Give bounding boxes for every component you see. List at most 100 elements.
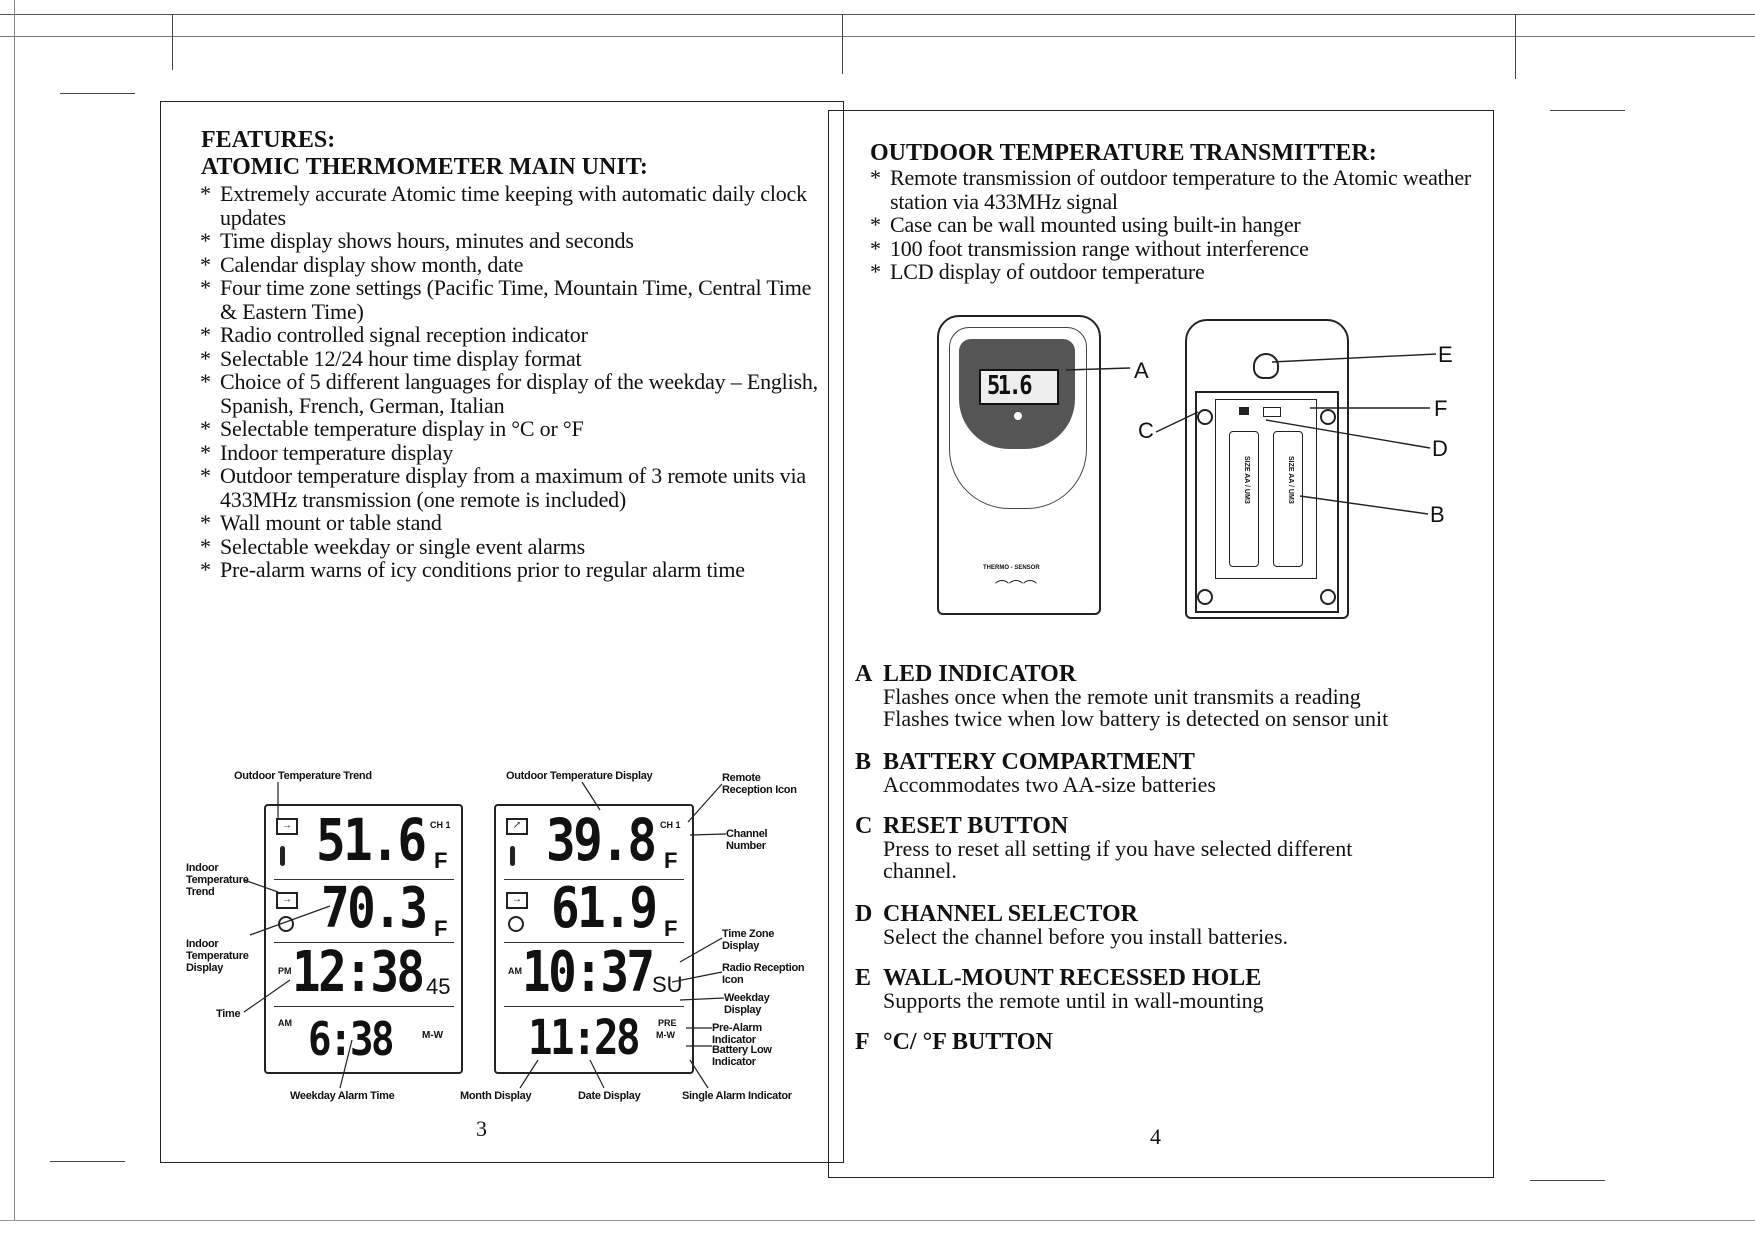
scan-line-v2 bbox=[842, 14, 843, 74]
trend-arrow-icon: → bbox=[276, 818, 298, 835]
label-single-alarm-indicator: Single Alarm Indicator bbox=[682, 1090, 792, 1102]
scan-line-v3 bbox=[1515, 14, 1516, 79]
feature-item: Case can be wall mounted using built-in … bbox=[870, 213, 1480, 237]
indoor-icon bbox=[508, 916, 524, 932]
trend-arrow-icon: → bbox=[506, 892, 528, 909]
label-outdoor-temp-display: Outdoor Temperature Display bbox=[506, 770, 653, 782]
scan-line-left bbox=[14, 0, 15, 1220]
label-indoor-temp-trend: Indoor Temperature Trend bbox=[186, 862, 249, 898]
item-line: Press to reset all setting if you have s… bbox=[883, 836, 1353, 861]
temp-unit: F bbox=[434, 916, 448, 941]
features-heading: FEATURES: bbox=[201, 127, 336, 153]
item-title: LED INDICATOR bbox=[883, 661, 1077, 687]
feature-item: Remote transmission of outdoor temperatu… bbox=[870, 166, 1480, 213]
date-value: 11:28 bbox=[528, 1010, 641, 1066]
label-channel-number: Channel Number bbox=[726, 828, 768, 852]
label-remote-reception-icon: Remote Reception Icon bbox=[722, 772, 797, 796]
indoor-temp-value: 70.3 bbox=[321, 876, 428, 941]
sensor-brand: THERMO - SENSOR bbox=[983, 565, 1040, 571]
thermometer-icon bbox=[280, 846, 285, 866]
item-line: Supports the remote until in wall-mounti… bbox=[883, 988, 1264, 1013]
feature-item: Calendar display show month, date bbox=[200, 252, 822, 277]
callout-f: F bbox=[1434, 396, 1448, 421]
item-letter: C bbox=[855, 813, 873, 839]
transmitter-front: 51.6 THERMO - SENSOR ⌒⌒⌒ bbox=[937, 315, 1101, 615]
label-date-display: Date Display bbox=[578, 1090, 641, 1102]
led-indicator-icon bbox=[1014, 412, 1022, 420]
scan-line-bottom bbox=[0, 1220, 1755, 1221]
feature-item: Choice of 5 different languages for disp… bbox=[200, 370, 822, 417]
screw-icon bbox=[1197, 409, 1213, 425]
lcd1-divider bbox=[274, 1006, 454, 1007]
item-line: Accommodates two AA-size batteries bbox=[883, 772, 1216, 797]
feature-item: Selectable temperature display in °C or … bbox=[200, 417, 822, 441]
item-f-cf-button: F°C/ °F BUTTON bbox=[855, 1030, 1053, 1054]
callout-c: C bbox=[1138, 418, 1154, 443]
item-letter: B bbox=[855, 749, 872, 775]
item-letter: F bbox=[855, 1029, 870, 1055]
callout-b: B bbox=[1430, 502, 1445, 527]
weekday-alarm-indicator: M-W bbox=[422, 1030, 444, 1041]
transmitter-back: SIZE AA / UM3 SIZE AA / UM3 bbox=[1185, 319, 1349, 619]
temp-unit: F bbox=[434, 848, 448, 873]
alarm-time-value: 6:38 bbox=[308, 1012, 395, 1066]
item-line: Select the channel before you install ba… bbox=[883, 924, 1289, 949]
crop-mark-1 bbox=[60, 93, 135, 94]
pre-alarm-indicator: PRE bbox=[658, 1018, 677, 1028]
screw-icon bbox=[1197, 589, 1213, 605]
right-page-frame bbox=[828, 110, 1494, 1178]
temp-unit: F bbox=[664, 916, 678, 941]
item-title: BATTERY COMPARTMENT bbox=[883, 749, 1195, 775]
screw-icon bbox=[1320, 409, 1336, 425]
feature-item: Selectable weekday or single event alarm… bbox=[200, 534, 822, 559]
feature-item: Four time zone settings (Pacific Time, M… bbox=[200, 276, 822, 323]
callout-e: E bbox=[1438, 342, 1453, 367]
trend-arrow-icon: ↗ bbox=[506, 818, 528, 835]
lcd1-divider bbox=[274, 942, 454, 943]
page-number-right: 4 bbox=[1150, 1124, 1161, 1149]
sensor-waves-icon: ⌒⌒⌒ bbox=[995, 580, 1037, 596]
lcd-display-2: ↗ 39.8 F CH 1 → 61.9 F AM 10:37 SU 11:28… bbox=[494, 804, 694, 1074]
battery-compartment-inner bbox=[1215, 399, 1317, 579]
battery-1: SIZE AA / UM3 bbox=[1229, 431, 1259, 567]
callout-d: D bbox=[1432, 436, 1448, 461]
label-indoor-temp-display: Indoor Temperature Display bbox=[186, 938, 249, 974]
feature-item: Indoor temperature display bbox=[200, 440, 822, 465]
transmitter-front-inner bbox=[949, 327, 1087, 509]
transmitter-heading: OUTDOOR TEMPERATURE TRANSMITTER: bbox=[870, 140, 1377, 166]
transmitter-lcd-value: 51.6 bbox=[987, 371, 1033, 401]
channel-indicator: CH 1 bbox=[660, 820, 681, 830]
item-letter: D bbox=[855, 901, 873, 927]
trend-arrow-icon: → bbox=[276, 892, 298, 909]
lcd2-divider bbox=[504, 879, 684, 880]
battery-2: SIZE AA / UM3 bbox=[1273, 431, 1303, 567]
scan-line-v1 bbox=[172, 14, 173, 70]
label-radio-reception-icon: Radio Reception Icon bbox=[722, 962, 805, 986]
screw-icon bbox=[1320, 589, 1336, 605]
left-page-frame bbox=[160, 101, 844, 1163]
weekday-value: SU bbox=[652, 972, 683, 997]
pm-indicator: PM bbox=[278, 966, 292, 976]
transmitter-features-list: Remote transmission of outdoor temperatu… bbox=[870, 166, 1480, 284]
lcd1-divider bbox=[274, 879, 454, 880]
label-time-zone-display: Time Zone Display bbox=[722, 928, 775, 952]
weekday-alarm-indicator: M-W bbox=[656, 1030, 675, 1040]
crop-mark-4 bbox=[1530, 1180, 1605, 1181]
lcd-display-1: → 51.6 F CH 1 → 70.3 F PM 12:38 45 AM 6:… bbox=[264, 804, 463, 1074]
wall-mount-hole-icon bbox=[1253, 353, 1279, 379]
feature-item: Selectable 12/24 hour time display forma… bbox=[200, 346, 822, 371]
am-indicator: AM bbox=[278, 1018, 292, 1028]
am-indicator: AM bbox=[508, 966, 522, 976]
outdoor-temp-value: 39.8 bbox=[546, 806, 657, 874]
channel-switch-icon bbox=[1263, 407, 1281, 417]
feature-item: Wall mount or table stand bbox=[200, 511, 822, 535]
label-weekday-alarm-time: Weekday Alarm Time bbox=[290, 1090, 395, 1102]
feature-item: 100 foot transmission range without inte… bbox=[870, 236, 1480, 261]
feature-item: Extremely accurate Atomic time keeping w… bbox=[200, 182, 822, 229]
page-number-left: 3 bbox=[476, 1116, 487, 1141]
